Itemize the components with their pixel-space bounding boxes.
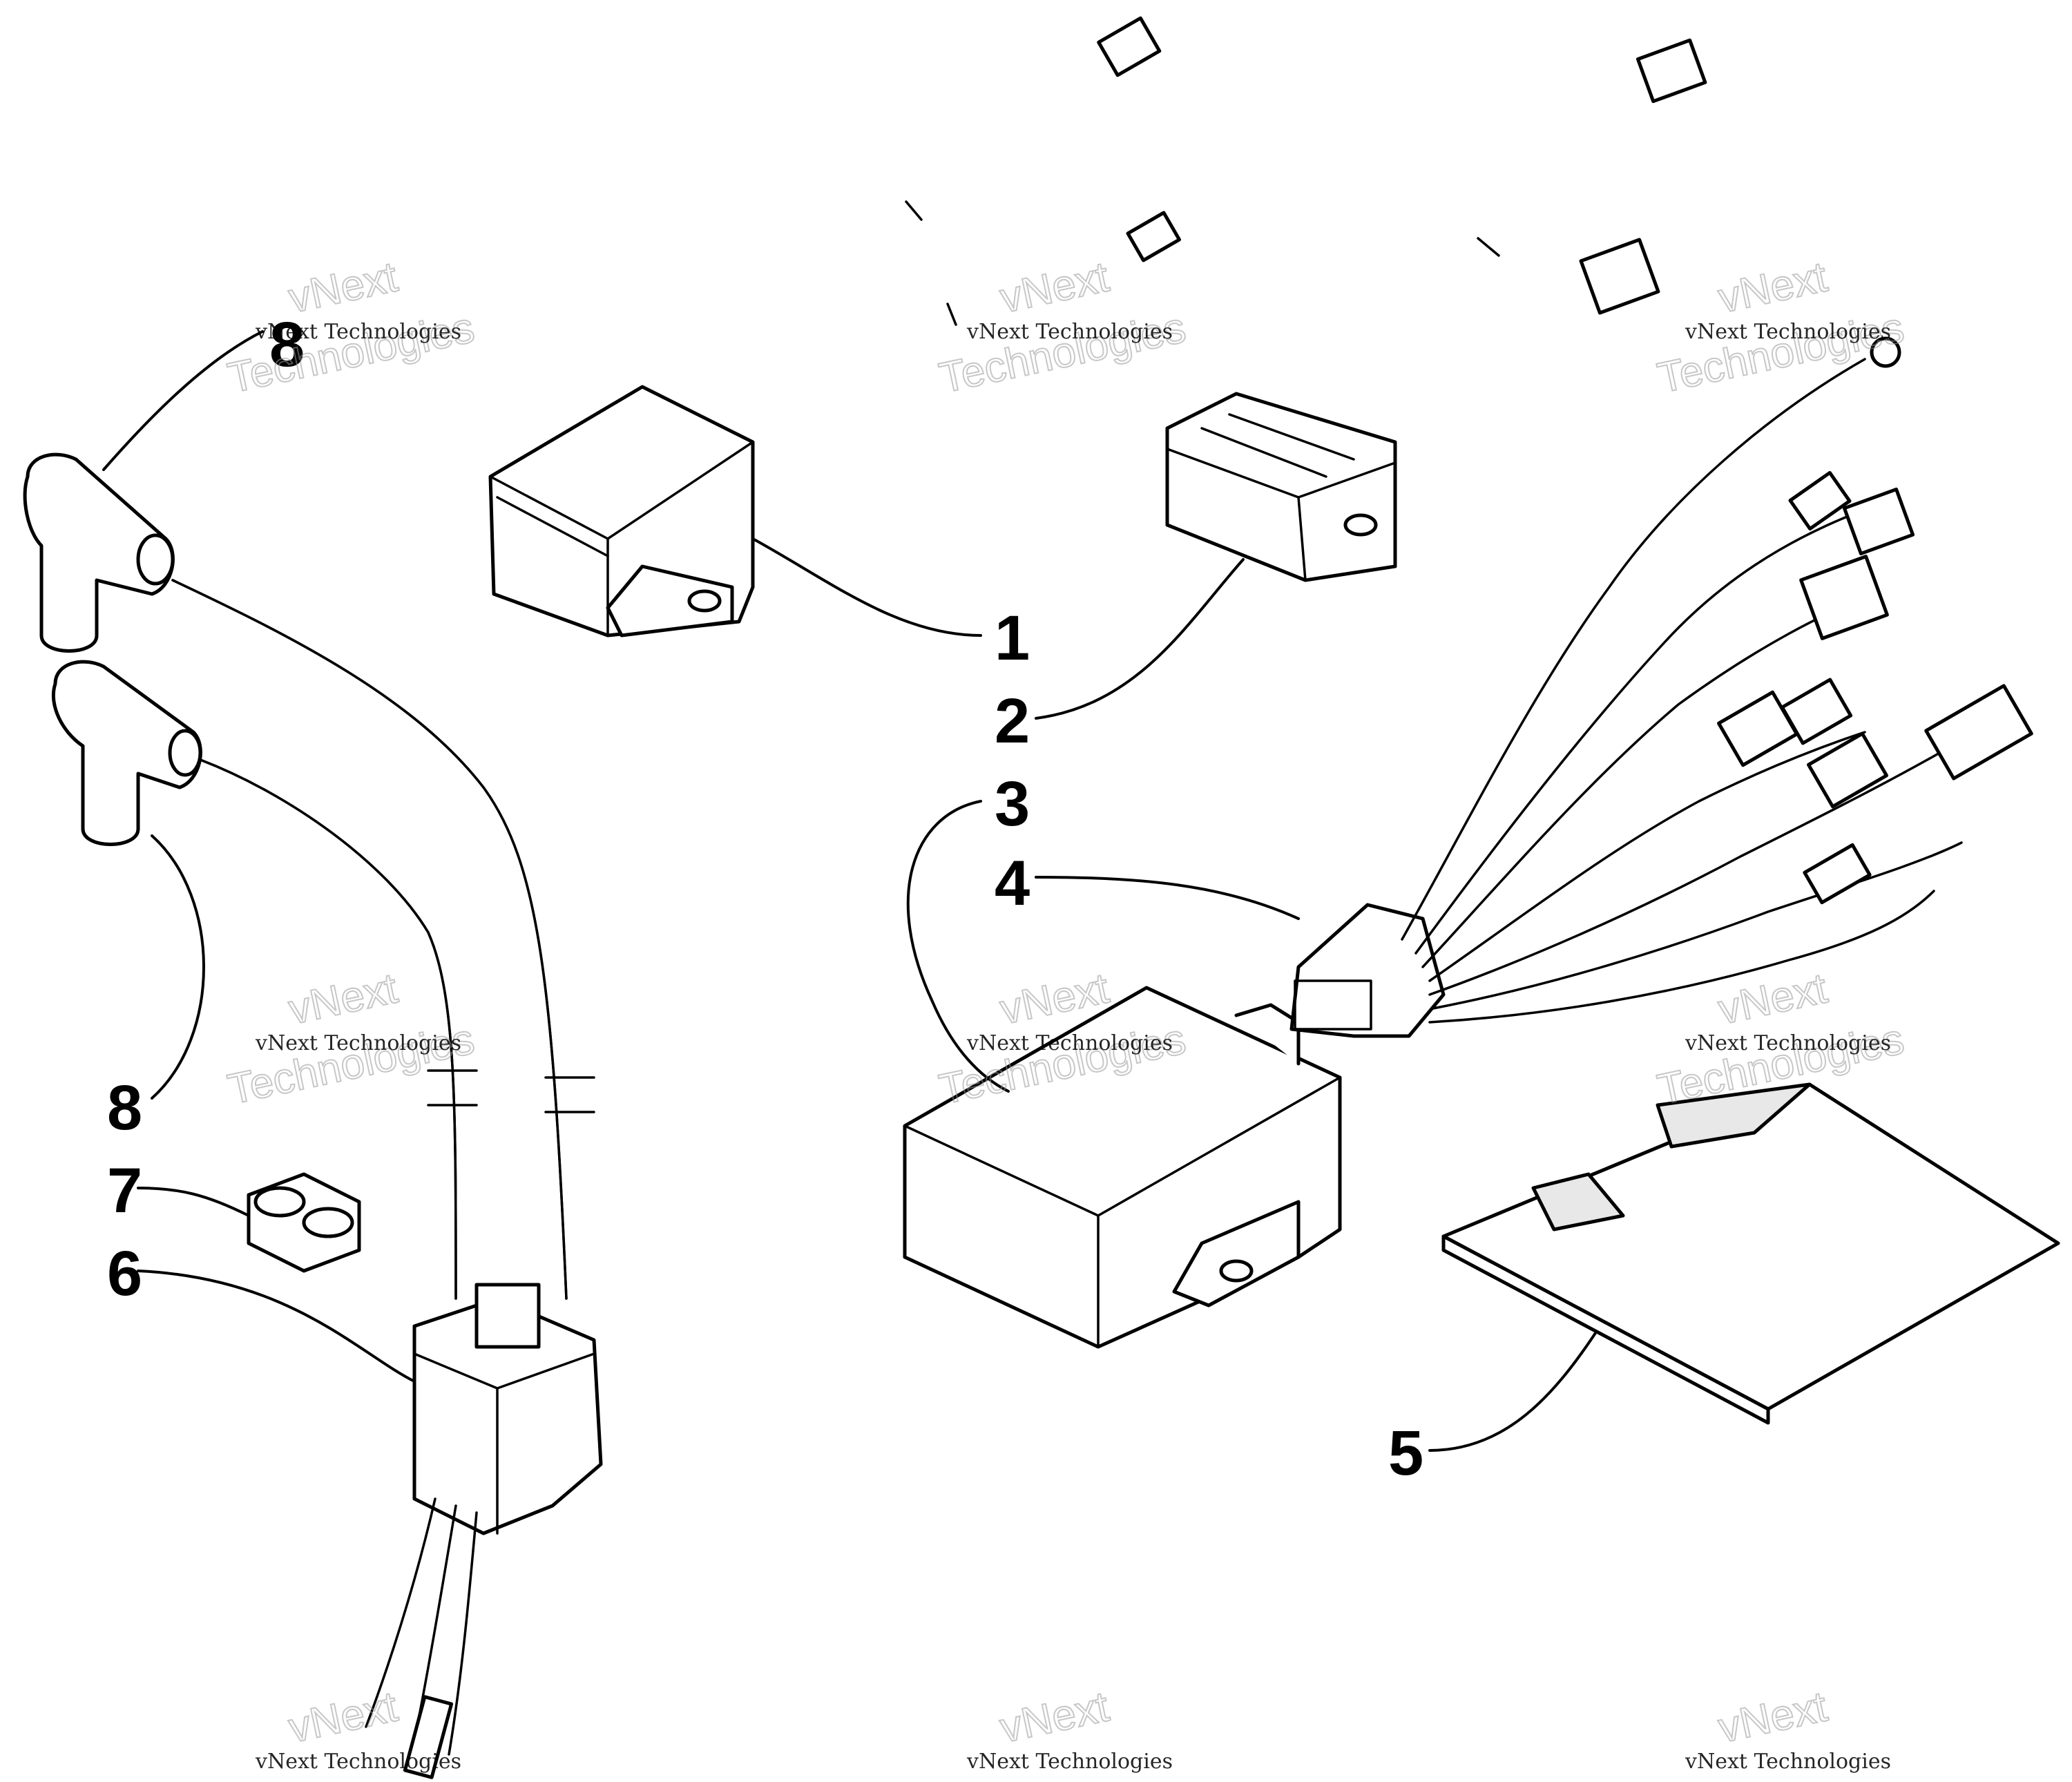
svg-text:vNext: vNext (1714, 253, 1831, 322)
svg-text:vNext Technologies: vNext Technologies (255, 320, 461, 344)
part-7-clip[interactable] (247, 1172, 361, 1273)
spark-plug-cap-upper[interactable] (23, 452, 175, 653)
part-2-regulator[interactable] (1165, 38, 1707, 582)
svg-text:Technologies: Technologies (1653, 304, 1908, 403)
part-6-ignition-coil[interactable] (171, 579, 603, 1779)
svg-text:vNext: vNext (1714, 1683, 1831, 1752)
part-5-manual[interactable] (1441, 1082, 2060, 1425)
watermark: vNext Technologies vNext Technologies vN… (223, 252, 1908, 1774)
svg-text:Technologies: Technologies (935, 304, 1189, 403)
connector-icon (1717, 336, 2033, 905)
part-1-module[interactable] (488, 16, 1181, 638)
svg-text:vNext: vNext (996, 253, 1113, 322)
part-3-ecu[interactable] (903, 986, 1342, 1349)
leader-lines (102, 330, 1597, 1452)
svg-text:vNext Technologies: vNext Technologies (966, 1031, 1173, 1055)
callout-numbers: 1 2 3 4 5 6 7 8 8 (107, 309, 1423, 1488)
svg-text:vNext: vNext (285, 253, 401, 322)
callout-4: 4 (995, 848, 1030, 919)
callout-8-lower: 8 (107, 1073, 142, 1143)
svg-text:vNext: vNext (996, 1683, 1113, 1752)
svg-text:vNext: vNext (285, 964, 401, 1033)
svg-text:vNext: vNext (285, 1683, 401, 1752)
connector-icon (1579, 38, 1707, 315)
svg-text:vNext Technologies: vNext Technologies (1685, 1031, 1891, 1055)
svg-text:vNext Technologies: vNext Technologies (255, 1031, 461, 1055)
callout-6: 6 (107, 1238, 142, 1309)
callout-5: 5 (1388, 1418, 1423, 1488)
callout-3: 3 (995, 769, 1030, 839)
svg-text:vNext Technologies: vNext Technologies (1685, 320, 1891, 344)
callout-8-upper: 8 (269, 309, 305, 380)
part-4-harness[interactable] (1289, 336, 2033, 1038)
svg-text:vNext Technologies: vNext Technologies (255, 1750, 461, 1774)
svg-text:Technologies: Technologies (224, 1015, 478, 1114)
svg-text:vNext Technologies: vNext Technologies (1685, 1750, 1891, 1774)
callout-1: 1 (995, 603, 1030, 673)
callout-7: 7 (107, 1156, 142, 1226)
connector-icon (1097, 16, 1181, 262)
callout-2: 2 (995, 686, 1030, 756)
svg-text:Technologies: Technologies (224, 304, 478, 403)
svg-text:vNext Technologies: vNext Technologies (966, 1750, 1173, 1774)
spark-plug-cap-lower[interactable] (51, 660, 202, 846)
svg-text:vNext Technologies: vNext Technologies (966, 320, 1173, 344)
